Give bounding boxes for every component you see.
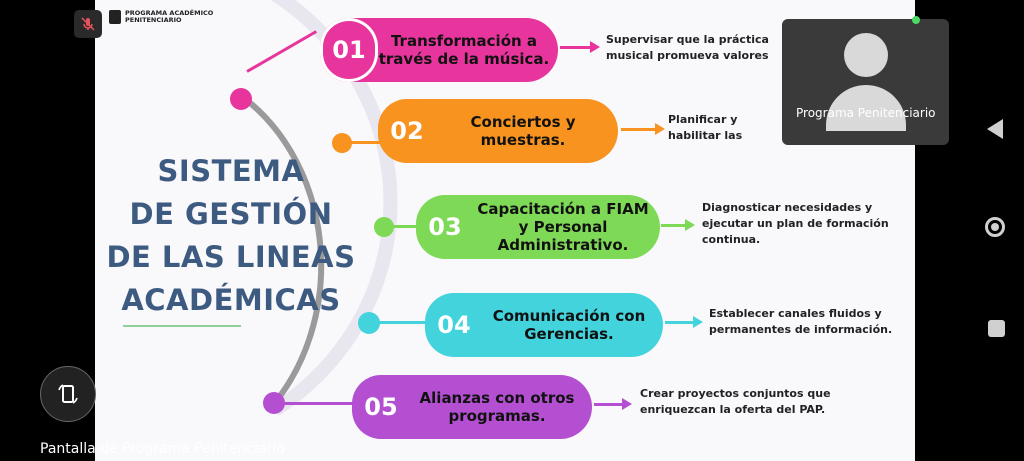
logo-icon (109, 10, 121, 24)
mic-toggle-button[interactable] (74, 10, 102, 38)
rotate-screen-icon (58, 384, 78, 404)
rotate-screen-button[interactable] (40, 366, 96, 422)
step-2-connector (350, 141, 380, 144)
step-3-dot (374, 217, 394, 237)
slide-title: SISTEMA DE GESTIÓN DE LAS LINEAS ACADÉMI… (95, 150, 367, 322)
step-5-connector (281, 402, 355, 405)
step-3-description: Diagnosticar necesidades y ejecutar un p… (702, 201, 889, 246)
recent-apps-icon[interactable] (988, 320, 1005, 337)
step-4-connector (377, 321, 427, 324)
step-4-pill: 04 Comunicación con Gerencias. (425, 293, 663, 357)
slide-title-line: ACADÉMICAS (121, 283, 341, 317)
step-4-arrow (665, 316, 703, 328)
step-1-number: 01 (320, 18, 378, 82)
step-1-description: Supervisar que la práctica musical promu… (606, 33, 769, 62)
participant-name: Programa Penitenciario (796, 106, 936, 120)
step-5-label: Alianzas con otros programas. (419, 389, 575, 425)
step-4-dot (358, 312, 380, 334)
step-5-pill: 05 Alianzas con otros programas. (352, 375, 592, 439)
logo-line1: PROGRAMA ACADÉMICO (125, 9, 214, 17)
arc-decoration (238, 0, 398, 416)
step-3-arrow (661, 219, 695, 231)
online-status-dot (912, 16, 920, 24)
step-5-arrow (594, 398, 632, 410)
home-icon[interactable] (985, 217, 1005, 237)
step-5-number: 05 (352, 375, 410, 439)
step-1-dot (230, 88, 252, 110)
slide-logo: PROGRAMA ACADÉMICO PENITENCIARIO (109, 10, 213, 24)
slide-title-line: SISTEMA (157, 154, 305, 188)
step-3-pill: 03 Capacitación a FIAM y Personal Admini… (416, 195, 660, 259)
step-2-dot (332, 133, 352, 153)
step-3-connector (391, 225, 421, 228)
step-4-description: Establecer canales fluidos y permanentes… (709, 307, 893, 336)
back-icon[interactable] (987, 119, 1003, 139)
screen-share-caption: Pantalla de Programa Penitenciario (40, 441, 285, 457)
participant-video-tile[interactable]: Programa Penitenciario (782, 19, 949, 145)
step-5-dot (263, 392, 285, 414)
logo-line2: PENITENCIARIO (125, 16, 182, 24)
shared-screen-slide: PROGRAMA ACADÉMICO PENITENCIARIO SISTEMA… (95, 0, 915, 461)
step-1-label: Transformación a través de la música. (378, 32, 550, 68)
step-1-pill: 01 Transformación a través de la música. (320, 18, 558, 82)
title-underline (123, 325, 241, 327)
step-4-label: Comunicación con Gerencias. (492, 307, 646, 343)
step-2-arrow (621, 123, 665, 135)
mic-muted-icon (81, 17, 95, 31)
step-3-label: Capacitación a FIAM y Personal Administr… (477, 200, 649, 254)
slide-title-line: DE GESTIÓN (129, 197, 333, 231)
step-2-number: 02 (378, 99, 436, 163)
step-2-pill: 02 Conciertos y muestras. (378, 99, 618, 163)
step-2-label: Conciertos y muestras. (470, 113, 576, 149)
avatar (844, 33, 888, 77)
step-1-arrow (560, 41, 600, 53)
step-3-number: 03 (416, 195, 474, 259)
step-2-description: Planificar y habilitar las presentacione… (668, 113, 743, 142)
slide-title-line: DE LAS LINEAS (106, 240, 356, 274)
step-4-number: 04 (425, 293, 483, 357)
step-5-description: Crear proyectos conjuntos que enriquezca… (640, 387, 831, 416)
